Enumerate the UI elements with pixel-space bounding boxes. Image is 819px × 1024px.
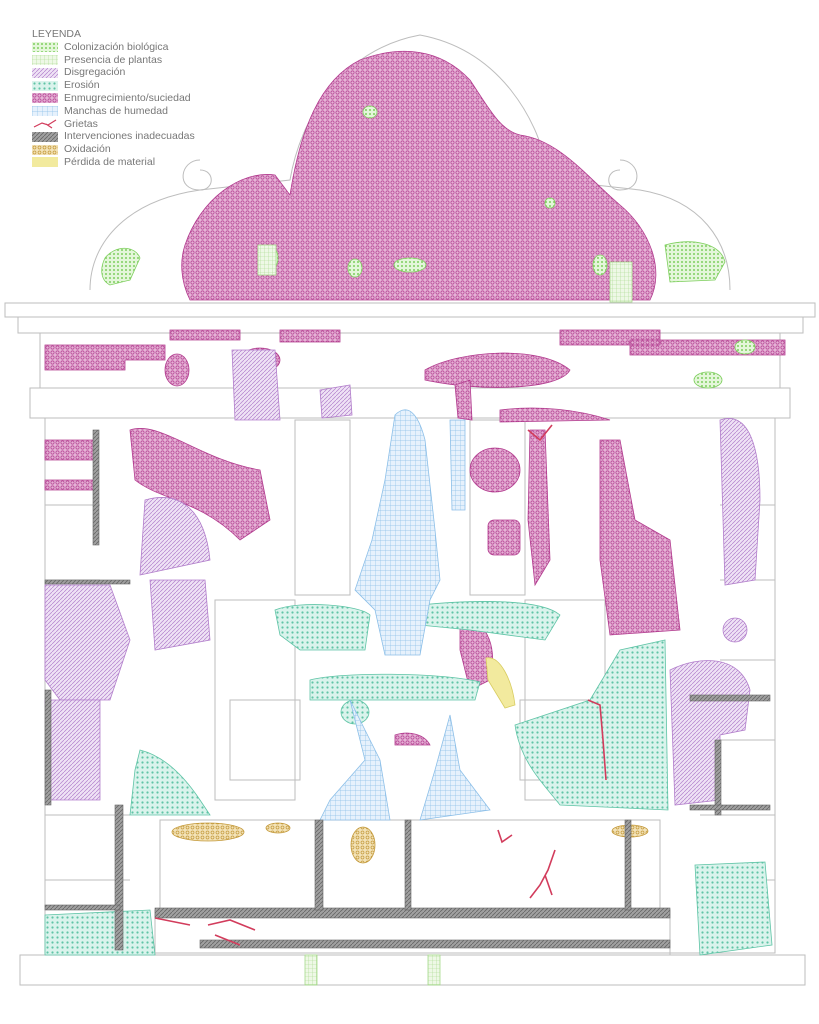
legend: LEYENDA Colonización biológica Presencia… bbox=[32, 28, 195, 169]
legend-label: Colonización biológica bbox=[64, 40, 169, 53]
legend-item-intervenciones: Intervenciones inadecuadas bbox=[32, 130, 195, 143]
legend-label: Presencia de plantas bbox=[64, 53, 163, 66]
legend-item-perdida: Pérdida de material bbox=[32, 156, 195, 169]
legend-label: Oxidación bbox=[64, 143, 111, 156]
swatch-enmugrecimiento-icon bbox=[32, 93, 58, 104]
damage-presencia-plantas bbox=[257, 244, 633, 986]
swatch-oxidacion-icon bbox=[32, 144, 58, 155]
legend-item-humedad: Manchas de humedad bbox=[32, 105, 195, 118]
damage-grietas bbox=[154, 424, 607, 946]
legend-item-enmugrecimiento: Enmugrecimiento/suciedad bbox=[32, 92, 195, 105]
legend-item-oxidacion: Oxidación bbox=[32, 143, 195, 156]
legend-label: Intervenciones inadecuadas bbox=[64, 130, 195, 143]
legend-item-disgregacion: Disgregación bbox=[32, 66, 195, 79]
damage-enmugrecimiento bbox=[44, 51, 786, 746]
legend-label: Erosión bbox=[64, 79, 100, 92]
swatch-intervenciones-icon bbox=[32, 131, 58, 142]
swatch-humedad-icon bbox=[32, 106, 58, 117]
legend-item-grietas: Grietas bbox=[32, 118, 195, 131]
swatch-grietas-icon bbox=[33, 119, 57, 129]
damage-intervenciones bbox=[44, 429, 771, 951]
legend-item-erosion: Erosión bbox=[32, 79, 195, 92]
damage-erosion bbox=[44, 601, 773, 956]
swatch-perdida-icon bbox=[32, 157, 58, 168]
legend-item-colonizacion: Colonización biológica bbox=[32, 41, 195, 54]
swatch-erosion-icon bbox=[32, 80, 58, 91]
legend-label: Manchas de humedad bbox=[64, 104, 168, 117]
legend-title: LEYENDA bbox=[32, 28, 82, 40]
legend-label: Grietas bbox=[64, 117, 98, 130]
damage-perdida-material bbox=[485, 657, 516, 709]
legend-label: Enmugrecimiento/suciedad bbox=[64, 91, 191, 104]
swatch-colonizacion-icon bbox=[32, 42, 58, 53]
swatch-plantas-icon bbox=[32, 54, 58, 65]
legend-label: Disgregación bbox=[64, 66, 126, 79]
swatch-disgregacion-icon bbox=[32, 67, 58, 78]
legend-item-plantas: Presencia de plantas bbox=[32, 54, 195, 67]
legend-label: Pérdida de material bbox=[64, 155, 156, 168]
